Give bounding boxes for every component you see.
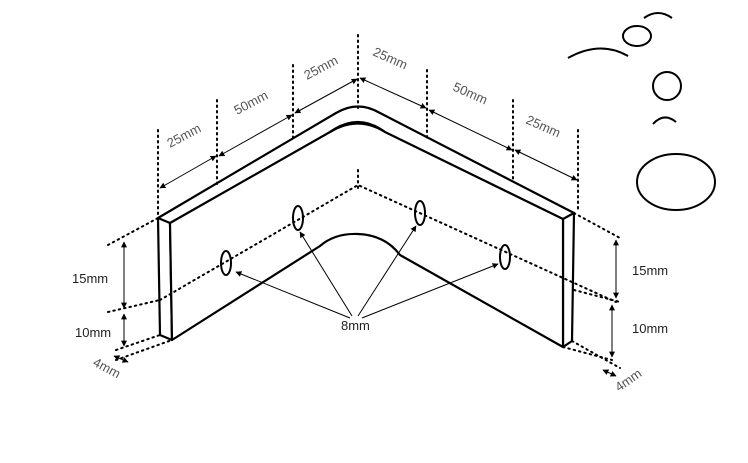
label-right-15: 15mm [632,263,668,278]
mounting-holes [220,200,511,276]
bubble-arc-small [643,12,673,19]
bubble-large [636,153,716,211]
left-side-dimensions [107,217,173,363]
label-left-15: 15mm [72,271,108,286]
decorative-bubbles [567,12,716,211]
top-front-arc [329,120,386,133]
bubble-small-1 [622,25,652,47]
right-end-face [561,211,576,349]
label-left-10: 10mm [75,325,111,340]
hole-1 [220,250,232,276]
hole-centerline [159,183,617,303]
bubble-arc-large [567,47,629,59]
label-top-25-a: 25mm [164,120,203,150]
hole-leader-arrows [235,225,499,319]
label-left-4: 4mm [91,354,124,381]
bubble-medium [652,71,682,101]
right-side-dimensions [562,212,621,377]
label-right-10: 10mm [632,321,668,336]
front-face [168,122,565,349]
top-extension-lines [157,64,579,219]
label-top-25-c: 25mm [371,44,410,72]
label-top-50-b: 50mm [451,79,490,107]
bubble-arc-tiny [652,116,677,125]
label-top-25-d: 25mm [524,112,563,140]
hole-4 [499,244,511,270]
label-hole-diameter: 8mm [341,318,370,333]
hole-2 [292,205,304,231]
top-dimension-arrows [159,77,578,189]
label-top-25-b: 25mm [301,52,340,82]
label-right-4: 4mm [612,366,644,395]
label-top-50-a: 50mm [231,87,270,117]
bracket-body [156,105,576,349]
